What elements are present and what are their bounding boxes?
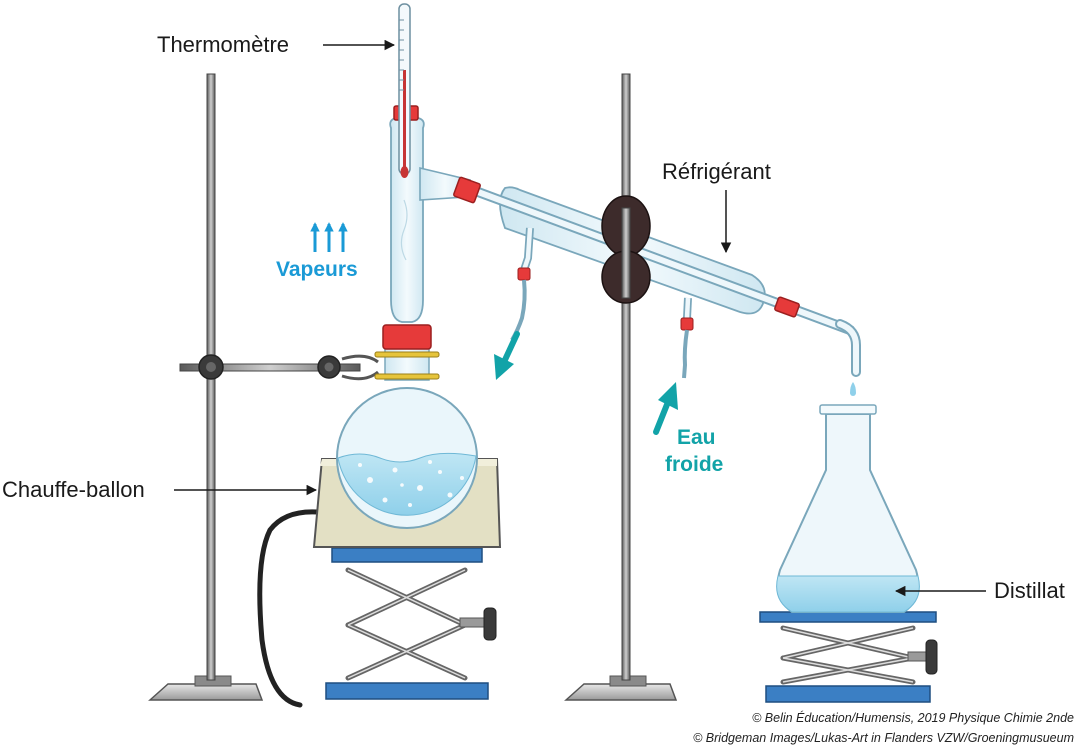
thermometer	[398, 3, 411, 178]
left-stand	[148, 73, 379, 701]
erlenmeyer-flask	[776, 404, 920, 613]
power-cable	[257, 509, 321, 708]
credit-line-1: © Belin Éducation/Humensis, 2019 Physiqu…	[752, 710, 1074, 725]
vapeurs-group: Vapeurs	[276, 222, 358, 281]
refrigerant-label: Réfrigérant	[662, 159, 771, 184]
round-flask	[336, 324, 478, 529]
right-stand	[564, 73, 678, 701]
vapeurs-label: Vapeurs	[276, 258, 358, 281]
eau-froide-label-line1: Eau	[677, 426, 716, 449]
credit-line-2: © Bridgeman Images/Lukas-Art in Flanders…	[693, 731, 1074, 745]
chauffe-ballon-label: Chauffe-ballon	[2, 477, 145, 502]
eau-froide-label-line2: froide	[665, 453, 723, 476]
arrow-down-left-icon	[494, 331, 520, 380]
condenser	[453, 176, 861, 379]
thermometre-label: Thermomètre	[157, 32, 289, 57]
distillat-label: Distillat	[994, 578, 1065, 603]
left-lab-jack	[325, 547, 497, 700]
arrow-up-right-icon	[653, 382, 678, 435]
arrow-up-icon	[310, 222, 348, 252]
right-lab-jack	[759, 611, 938, 703]
